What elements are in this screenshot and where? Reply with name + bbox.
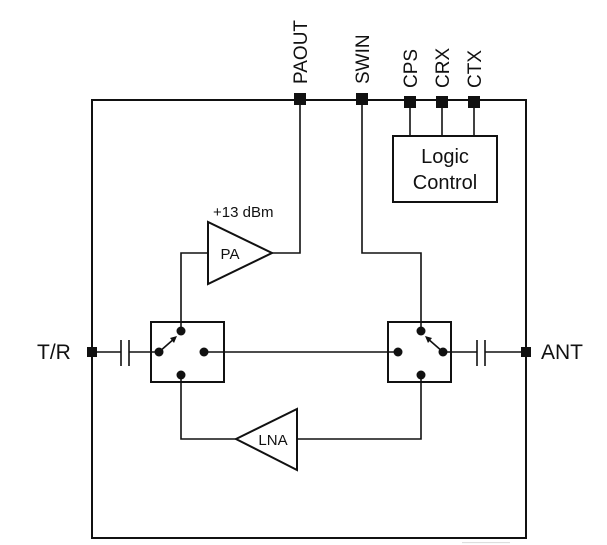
logic-label-line2: Control (413, 172, 477, 194)
pin-ctx (468, 96, 480, 108)
wire-paout (272, 105, 301, 254)
lna-label: LNA (258, 432, 287, 449)
right-switch-top-contact (416, 326, 426, 336)
wire-swin (361, 105, 422, 331)
wire-pa-in (180, 252, 208, 331)
pa-amplifier (207, 220, 275, 286)
label-crx: CRX (433, 48, 454, 88)
pin-crx (436, 96, 448, 108)
pa-power-annotation: +13 dBm (213, 204, 273, 221)
pin-paout (294, 93, 306, 105)
logic-control-block (392, 135, 498, 203)
label-ant: ANT (541, 341, 583, 364)
logic-label-line1: Logic (421, 146, 469, 168)
label-cps: CPS (401, 49, 422, 88)
label-ctx: CTX (465, 50, 486, 88)
pa-label: PA (221, 246, 240, 263)
pin-swin (356, 93, 368, 105)
chip-outline (91, 99, 527, 539)
footer-code: —————— (462, 538, 510, 545)
left-switch-top-contact (176, 326, 186, 336)
pin-ant (521, 347, 531, 357)
label-paout: PAOUT (291, 20, 312, 84)
wire-lna-in (297, 375, 422, 440)
wire-lna-out (180, 375, 236, 440)
pin-tr (87, 347, 97, 357)
label-tr: T/R (37, 341, 71, 364)
right-switch-arrow (425, 336, 432, 343)
left-switch-arrow (170, 336, 177, 343)
pin-cps (404, 96, 416, 108)
label-swin: SWIN (353, 34, 374, 84)
